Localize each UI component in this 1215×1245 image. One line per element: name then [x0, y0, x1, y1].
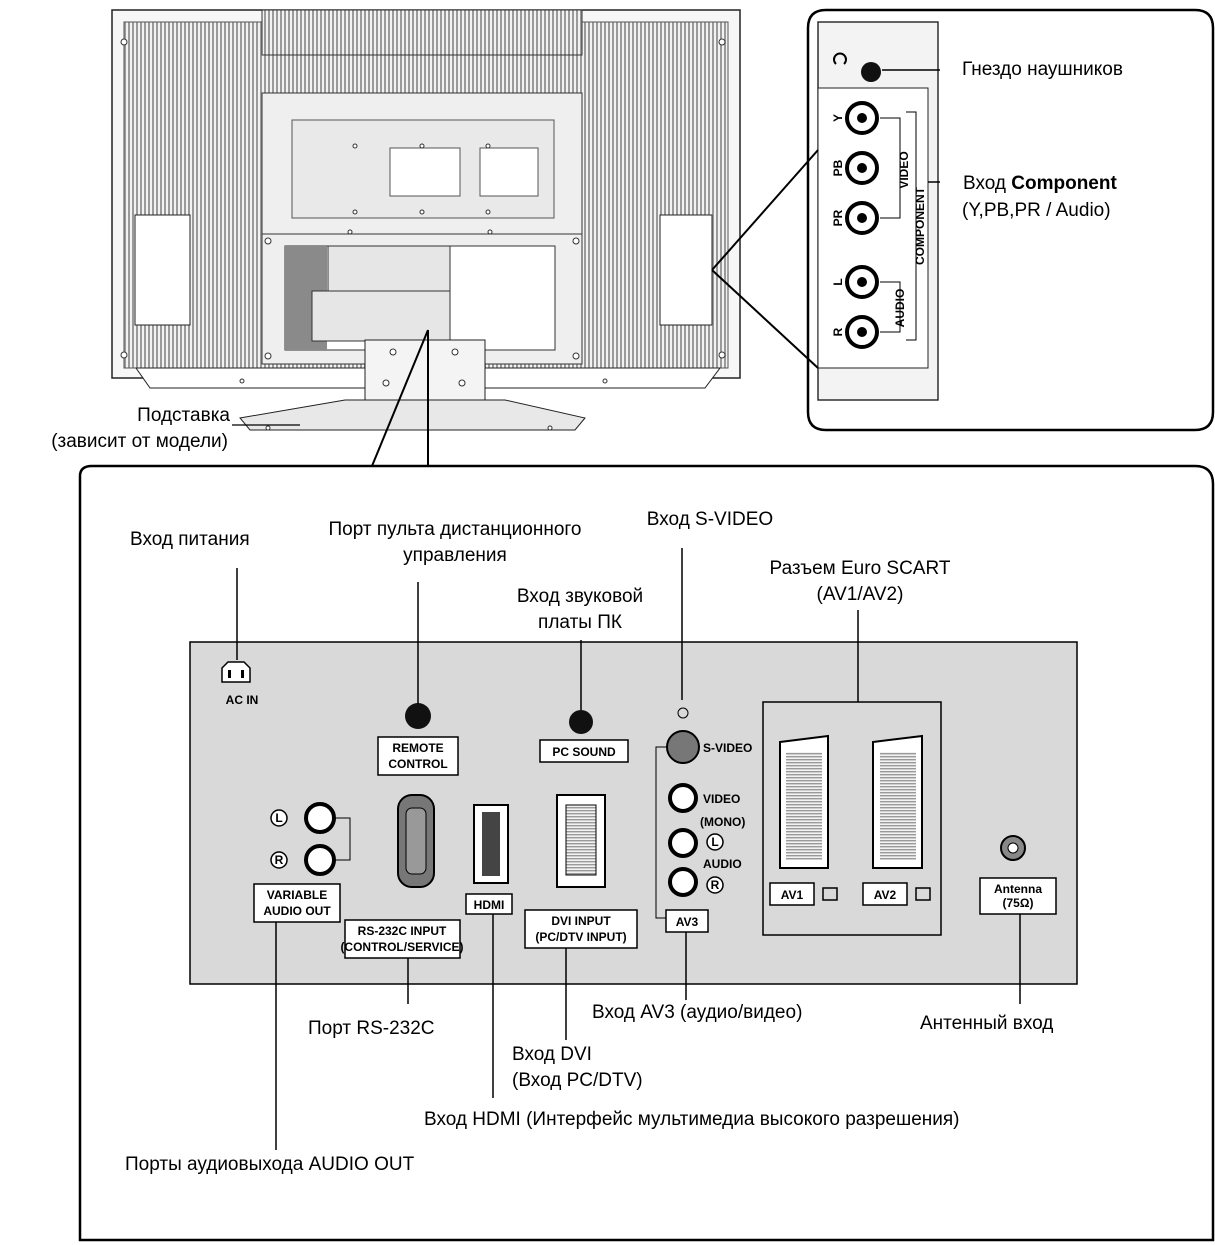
- audio-out-callout: Порты аудиовыхода AUDIO OUT: [125, 1154, 415, 1175]
- component-sub-callout: (Y,PB,PR / Audio): [962, 200, 1111, 221]
- pc-sound-callout-2: платы ПК: [538, 612, 622, 633]
- av3-r-glyph: R: [711, 878, 720, 892]
- mono-label: (MONO): [700, 815, 745, 829]
- side-video: VIDEO: [897, 151, 911, 188]
- connection-panel: AC IN REMOTE CONTROL PC SOUND S-VIDEO VI…: [189, 641, 1078, 985]
- component-jacks: [845, 101, 879, 349]
- antenna-label-2: (75Ω): [1003, 896, 1034, 910]
- side-pr: PR: [831, 209, 845, 226]
- av1-label: AV1: [781, 888, 804, 902]
- varout-r-glyph: R: [275, 853, 284, 867]
- varout-l-glyph: L: [275, 811, 282, 825]
- power-input-callout: Вход питания: [130, 529, 250, 550]
- pc-sound-jack: [569, 710, 593, 734]
- ac-in-socket: [221, 661, 251, 683]
- remote-label-1: REMOTE: [392, 741, 443, 755]
- av3-label: AV3: [676, 915, 699, 929]
- pc-sound-label: PC SOUND: [552, 745, 616, 759]
- side-l: L: [831, 278, 845, 285]
- av3-callout: Вход AV3 (аудио/видео): [592, 1002, 803, 1023]
- hdmi-callout: Вход HDMI (Интерфейс мультимедиа высоког…: [424, 1109, 960, 1130]
- rs232-label-2: (CONTROL/SERVICE): [340, 940, 463, 954]
- antenna-label-1: Antenna: [994, 882, 1042, 896]
- dvi-label-2: (PC/DTV INPUT): [535, 930, 626, 944]
- headphone-jack-callout: Гнездо наушников: [962, 59, 1123, 80]
- dvi-label-1: DVI INPUT: [551, 914, 611, 928]
- side-y: Y: [831, 114, 845, 122]
- av3-video-jack: [668, 783, 698, 813]
- scart-callout-2: (AV1/AV2): [816, 584, 904, 605]
- av2-label: AV2: [874, 888, 897, 902]
- component-prefix: Вход: [963, 173, 1006, 194]
- component-input-callout: Вход Component: [963, 172, 1117, 196]
- av3-l-glyph: L: [711, 835, 718, 849]
- av3-audio-r-jack: [668, 867, 698, 897]
- av3-video-label: VIDEO: [703, 792, 740, 806]
- rs232-label-1: RS-232C INPUT: [358, 924, 447, 938]
- s-video-jack: [666, 730, 700, 764]
- remote-port-callout-2: управления: [403, 545, 507, 566]
- variable-out-r-jack: [304, 844, 336, 876]
- side-audio: AUDIO: [893, 289, 907, 328]
- variable-out-l-jack: [304, 802, 336, 834]
- variable-label-1: VARIABLE: [267, 888, 327, 902]
- dvi-callout-1: Вход DVI: [512, 1044, 592, 1065]
- side-component: COMPONENT: [913, 186, 927, 265]
- leader-lines: [236, 548, 1021, 1150]
- component-bold: Component: [1011, 173, 1117, 194]
- stand-callout-1: Подставка: [137, 405, 230, 426]
- side-panel-callout-box: Y PB PR L R VIDEO COMPONENT AUDIO: [711, 8, 1215, 432]
- remote-label-2: CONTROL: [388, 757, 447, 771]
- side-r: R: [831, 327, 845, 336]
- tv-back-illustration: [111, 9, 741, 431]
- av3-audio-l-jack: [668, 828, 698, 858]
- hdmi-label: HDMI: [474, 898, 505, 912]
- antenna-callout: Антенный вход: [920, 1013, 1054, 1034]
- stand-callout-2: (зависит от модели): [51, 431, 228, 452]
- s-video-label: S-VIDEO: [703, 741, 752, 755]
- rs232-callout: Порт RS-232C: [308, 1018, 435, 1039]
- variable-label-2: AUDIO OUT: [263, 904, 331, 918]
- av3-audio-label: AUDIO: [703, 857, 742, 871]
- svideo-callout: Вход S-VIDEO: [646, 509, 774, 530]
- remote-port-callout-1: Порт пульта дистанционного: [328, 519, 582, 540]
- ac-in-label: AC IN: [226, 693, 259, 707]
- remote-control-jack: [405, 703, 431, 729]
- scart-callout-1: Разъем Euro SCART: [769, 558, 951, 579]
- dvi-callout-2: (Вход PC/DTV): [512, 1070, 643, 1091]
- pc-sound-callout-1: Вход звуковой: [516, 586, 644, 607]
- side-pb: PB: [831, 159, 845, 176]
